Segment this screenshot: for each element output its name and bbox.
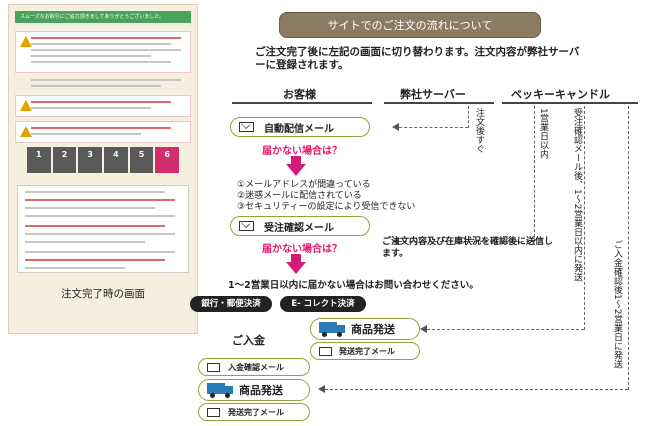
envelope-icon bbox=[207, 407, 220, 417]
note-server-immediate: 注文後すぐ bbox=[474, 108, 484, 153]
step-2: 2 bbox=[52, 147, 77, 173]
ship-mail-step-2: 発送完了メール bbox=[198, 403, 310, 421]
warning-icon bbox=[20, 126, 32, 137]
arrowhead-confirm bbox=[392, 237, 399, 245]
screenshot-thanks-bar: スムーズなお取引にご協力頂きましてありがとうございました。 bbox=[15, 11, 191, 23]
down-arrow-icon bbox=[286, 254, 306, 274]
ship-step-1: 商品発送 bbox=[310, 318, 420, 340]
column-server: 弊社サーバー bbox=[400, 88, 466, 101]
warning-icon bbox=[20, 100, 32, 111]
order-complete-screenshot: スムーズなお取引にご協力頂きましてありがとうございました。 1 2 3 4 5 … bbox=[8, 4, 198, 334]
shop-send-note: ご注文内容及び在庫状況を確認後に送信します。 bbox=[382, 237, 554, 259]
ship-mail-step-1: 発送完了メール bbox=[310, 342, 420, 360]
order-confirm-mail-step: 受注確認メール bbox=[230, 216, 370, 236]
not-received-1: 届かない場合は？ bbox=[262, 146, 342, 157]
step-1: 1 bbox=[27, 147, 51, 173]
reason-2: ②迷惑メールに配信されている bbox=[237, 191, 362, 201]
screenshot-caption: 注文完了時の画面 bbox=[61, 288, 145, 300]
bank-payment-badge: 銀行・郵便決済 bbox=[190, 296, 272, 312]
reason-1: ①メールアドレスが間違っている bbox=[237, 180, 371, 190]
screenshot-steps: 1 2 3 4 5 6 bbox=[27, 147, 180, 173]
page-title: サイトでのご注文の流れについて bbox=[279, 12, 541, 38]
arrowhead-ship2 bbox=[318, 385, 325, 393]
step-3: 3 bbox=[78, 147, 103, 173]
truck-icon bbox=[207, 383, 233, 398]
arrowhead-server bbox=[392, 123, 399, 131]
note-shop-within: 1営業日以内 bbox=[538, 108, 548, 159]
reason-3: ③セキュリティーの設定により受信できない bbox=[237, 202, 416, 212]
screenshot-warning-box-2 bbox=[15, 95, 191, 117]
contact-note: 1～2営業日以内に届かない場合はお問い合わせください。 bbox=[228, 280, 479, 291]
step-4: 4 bbox=[104, 147, 128, 173]
note-shop-after-confirm: 受注確認メール後、1～2営業日以内に発送 bbox=[572, 108, 582, 282]
payment-label: ご入金 bbox=[232, 334, 265, 347]
ecollect-payment-badge: E- コレクト決済 bbox=[280, 296, 366, 312]
envelope-icon bbox=[239, 221, 254, 231]
arrowhead-ship1 bbox=[420, 325, 427, 333]
ship-step-2: 商品発送 bbox=[198, 379, 310, 401]
envelope-icon bbox=[319, 346, 332, 356]
warning-icon bbox=[20, 36, 32, 47]
envelope-icon bbox=[207, 362, 220, 372]
screenshot-warning-box-3 bbox=[15, 121, 191, 143]
not-received-2: 届かない場合は？ bbox=[262, 244, 342, 255]
intro-text: ご注文完了後に左記の画面に切り替わります。注文内容が弊社サーバーに登録されます。 bbox=[255, 46, 580, 71]
auto-mail-step: 自動配信メール bbox=[230, 117, 370, 137]
envelope-icon bbox=[239, 122, 254, 132]
step-5: 5 bbox=[129, 147, 154, 173]
column-customer: お客様 bbox=[283, 88, 316, 101]
deposit-mail-step: 入金確認メール bbox=[198, 358, 310, 376]
column-shop: ベッキーキャンドル bbox=[511, 88, 610, 101]
step-6-current: 6 bbox=[155, 147, 180, 173]
note-shop-after-deposit: ご入金確認後1～2営業日に発送 bbox=[612, 240, 622, 369]
down-arrow-icon bbox=[286, 156, 306, 176]
truck-icon bbox=[319, 322, 345, 337]
